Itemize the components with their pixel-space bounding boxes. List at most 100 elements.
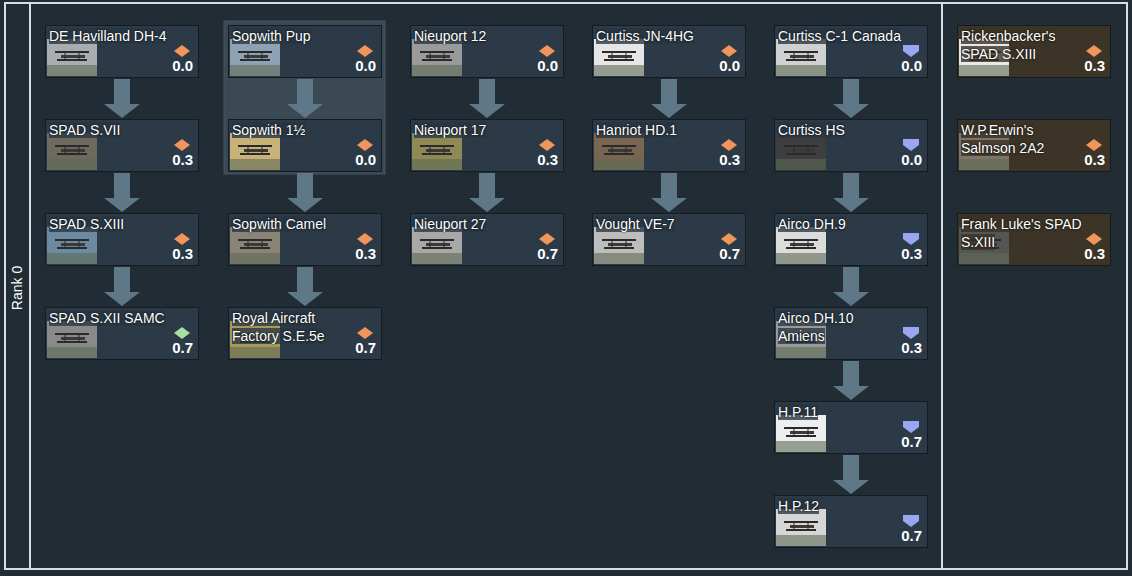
name-holder: H.P.12 [778,497,902,515]
strut [444,241,445,247]
rank-icon [173,232,191,246]
strut [65,241,66,247]
aircraft-thumbnail [230,39,280,76]
lower-wing [57,153,87,155]
strut [794,429,795,435]
aircraft-card: H.P.110.7 [774,401,928,454]
aircraft-card: SPAD S.XII SAMC 0.7 [45,307,199,360]
strut [430,147,431,153]
aircraft-name: Curtiss JN-4HG [596,28,694,44]
name-holder: SPAD S.XII SAMC [49,309,173,327]
aircraft-thumbnail [412,227,462,264]
upper-wing [784,521,818,523]
strut [626,147,627,153]
rank-icon [720,44,738,58]
arrow-head [833,198,869,212]
rank-icon [538,138,556,152]
rank-icon [1085,138,1103,152]
battle-rating: 0.3 [537,151,558,168]
aircraft-card: W.P.Erwin's Salmson 2A20.3 [957,119,1111,172]
strut [248,53,249,59]
aircraft-card: Nieuport 120.0 [410,25,564,78]
bomber-icon [903,233,919,245]
strut [65,53,66,59]
fighter-icon [721,233,737,245]
photo-field [47,253,97,264]
rank-icon [902,326,920,340]
rank-label: Rank 0 [9,266,25,310]
lower-wing [604,59,634,61]
strut [612,241,613,247]
arrow-head [287,292,323,306]
photo-ground [47,39,97,76]
lower-wing [240,59,270,61]
photo-field [959,159,1009,170]
strut [79,147,80,153]
progression-arrow [287,173,323,212]
name-holder: DE Havilland DH-4 [49,27,173,45]
progression-arrow [833,361,869,400]
aircraft-name: Nieuport 12 [414,28,486,44]
name-holder: Sopwith Pup [232,27,356,45]
bomber-icon [903,421,919,433]
fighter-icon [721,139,737,151]
photo-field [776,159,826,170]
arrow-shaft [661,173,677,198]
progression-arrow [833,455,869,494]
aircraft-card: Hanriot HD.10.3 [592,119,746,172]
aircraft-name: Nieuport 27 [414,216,486,232]
lower-wing [422,59,452,61]
arrow-head [833,104,869,118]
strut [612,53,613,59]
photo-field [776,65,826,76]
name-holder: Rickenbacker's SPAD S.XIII [961,27,1085,63]
aircraft-card: DE Havilland DH-40.0 [45,25,199,78]
strut [79,241,80,247]
upper-wing [602,145,636,147]
battle-rating: 0.3 [1084,151,1105,168]
battle-rating: 0.7 [172,339,193,356]
photo-ground [230,227,280,264]
strut [430,53,431,59]
photo-ground [47,227,97,264]
arrow-head [104,198,140,212]
aircraft-name: Curtiss C-1 Canada [778,28,901,44]
name-holder: Nieuport 12 [414,27,538,45]
battle-rating: 0.3 [901,339,922,356]
name-holder: SPAD S.XIII [49,215,173,233]
upper-wing [784,427,818,429]
arrow-shaft [843,173,859,198]
photo-field [412,253,462,264]
upper-wing [55,239,89,241]
upper-wing [784,239,818,241]
aircraft-name: Nieuport 17 [414,122,486,138]
aircraft-name: SPAD S.VII [49,122,120,138]
rank-icon [538,44,556,58]
lower-wing [786,59,816,61]
lower-wing [604,153,634,155]
aircraft-card: H.P.120.7 [774,495,928,548]
arrow-head [833,386,869,400]
strut [248,241,249,247]
photo-field [776,535,826,546]
progression-arrow [651,79,687,118]
photo-field [230,347,280,358]
rank-icon [902,514,920,528]
battle-rating: 0.3 [1084,245,1105,262]
fighter-icon [357,45,373,57]
aircraft-thumbnail [47,39,97,76]
battle-rating: 0.3 [172,151,193,168]
aircraft-card: Curtiss JN-4HG0.0 [592,25,746,78]
aircraft-thumbnail [47,133,97,170]
rank-icon [173,138,191,152]
aircraft-name: DE Havilland DH-4 [49,28,166,44]
photo-field [412,159,462,170]
lower-wing [786,153,816,155]
aircraft-thumbnail [776,39,826,76]
photo-field [959,253,1009,264]
name-holder: Curtiss HS [778,121,902,139]
photo-field [47,65,97,76]
photo-field [412,65,462,76]
battle-rating: 0.7 [537,245,558,262]
